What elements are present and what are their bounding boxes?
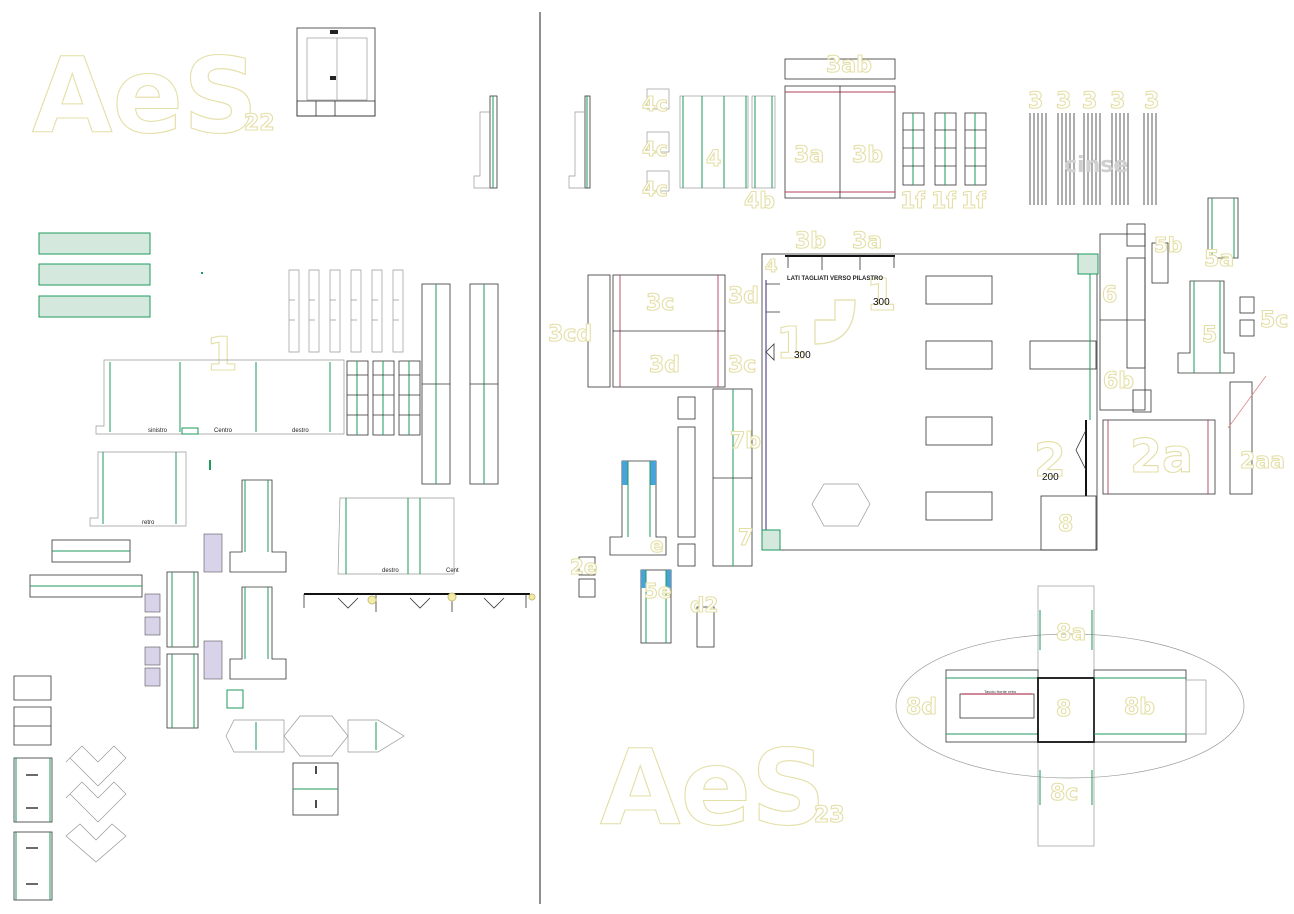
label-7b: 7b: [730, 429, 761, 454]
label-sinistro: sinistro: [148, 428, 168, 434]
label-4: 4: [706, 147, 721, 172]
part-3-strips: 3 3 3 3 3 cinse: [1027, 88, 1160, 205]
label-300-a: 300: [873, 297, 890, 308]
label-2e: 2e: [570, 555, 597, 579]
label-3ab: 3ab: [826, 53, 872, 78]
label-5a: 5a: [1204, 247, 1234, 272]
destro-board: destro Cent: [337, 497, 459, 575]
brand-logo-right: AeS 23: [599, 726, 845, 849]
brand-logo-left: AeS 22: [31, 34, 275, 157]
label-5e: 5e: [644, 579, 671, 603]
label-8a: 8a: [1056, 621, 1086, 646]
label-300-b: 300: [794, 350, 811, 361]
label-3a: 3a: [794, 143, 824, 168]
label-2a: 2a: [1130, 429, 1193, 483]
label-d2: d2: [690, 593, 718, 617]
label-3-3: 3: [1082, 89, 1097, 114]
part-1f-ladders: 1f 1f 1f: [899, 112, 987, 215]
label-cinse: cinse: [1064, 153, 1128, 178]
label-3b-2: 3b: [795, 229, 826, 254]
left-column-boxes: [13, 675, 53, 901]
label-6b: 6b: [1103, 369, 1134, 394]
vertical-profile-right: [568, 95, 591, 189]
part-8-table: Tavolo fronte retro 8a 8d 8 8b 8c: [895, 585, 1245, 847]
part-6: 6 6b: [1099, 223, 1152, 413]
part-7: 7b 7: [677, 388, 762, 567]
label-1-floor-a: 1: [866, 270, 897, 321]
label-4x: 4: [765, 256, 778, 277]
vertical-profile-left: [473, 95, 498, 189]
ladders-left: [346, 360, 421, 436]
label-3-1: 3: [1028, 89, 1043, 114]
part-5: 5b 5a 5 5c: [1151, 197, 1289, 374]
note-lati-tagliati: LATI TAGLIATI VERSO PILASTRO: [787, 276, 883, 282]
label-centro-b: Cent: [446, 568, 459, 574]
label-1f-3: 1f: [961, 189, 986, 214]
long-bars: [29, 539, 143, 598]
label-4c-2: 4c: [642, 137, 668, 161]
label-3-2: 3: [1056, 89, 1071, 114]
floor-plan: 4 1 1 LATI TAGLIATI VERSO PILASTRO 300 3…: [761, 253, 1099, 551]
lavender-blocks: [144, 533, 223, 687]
label-1-floor-b: 1: [776, 318, 807, 369]
label-part-1-left: 1: [206, 327, 238, 381]
long-panel: sinistro Centro destro: [95, 359, 345, 435]
part-4c-stack: 4c 4c 4c: [641, 88, 670, 202]
title-block-drawing: [296, 27, 376, 117]
label-destro: destro: [292, 428, 309, 434]
rail: [303, 592, 536, 612]
label-3-4: 3: [1110, 89, 1125, 114]
label-8d: 8d: [906, 695, 937, 720]
label-3cd: 3cd: [548, 322, 592, 347]
label-5c: 5c: [1260, 308, 1288, 333]
label-5: 5: [1202, 323, 1217, 348]
label-3c: 3c: [646, 291, 674, 316]
brand-main-left: AeS: [32, 35, 258, 157]
hexagon-connectors: [225, 715, 405, 757]
part-2a: 2a 2aa: [1102, 375, 1286, 495]
green-panels: [38, 232, 151, 318]
part-4-boards: 4 4b: [679, 95, 776, 215]
label-3-5: 3: [1144, 89, 1159, 114]
narrow-boards: [166, 571, 199, 729]
label-3d-2: 3d: [649, 353, 680, 378]
small-frames: [288, 269, 404, 353]
label-4b: 4b: [744, 189, 775, 214]
tall-boards: [421, 283, 499, 485]
chevron-shapes: [65, 745, 127, 863]
t-shapes-left: [229, 479, 287, 680]
part-3ab-3a-3b: 3ab 3a 3b: [784, 52, 896, 199]
label-3a-2: 3a: [852, 229, 882, 254]
label-centro: Centro: [214, 428, 233, 434]
label-8c: 8c: [1050, 781, 1078, 806]
label-7: 7: [738, 526, 753, 551]
brand-sub-left: 22: [244, 111, 275, 136]
label-4c-1: 4c: [642, 92, 668, 116]
brand-main-right: AeS: [600, 727, 826, 849]
label-8: 8: [1058, 512, 1073, 537]
label-3b: 3b: [852, 143, 883, 168]
label-tavolo: Tavolo fronte retro: [984, 689, 1017, 694]
label-2: 2: [1034, 433, 1066, 487]
label-retro: retro: [142, 520, 155, 526]
part-e-group: e 2e 5e d2: [569, 460, 719, 648]
label-1f-2: 1f: [931, 189, 956, 214]
label-8-table: 8: [1056, 697, 1071, 722]
label-3d: 3d: [728, 284, 759, 309]
part-3c-3d: 3c 3d 3cd 3d 3c: [547, 274, 760, 388]
bottom-box-left: [292, 762, 339, 816]
label-200: 200: [1042, 472, 1059, 483]
label-8b: 8b: [1124, 695, 1155, 720]
label-4c-3: 4c: [642, 177, 668, 201]
brand-sub-right: 23: [814, 803, 845, 828]
label-1f-1: 1f: [900, 189, 925, 214]
label-5b: 5b: [1154, 233, 1182, 257]
retro-panel: retro: [89, 451, 187, 527]
label-destro-b: destro: [382, 568, 399, 574]
label-6: 6: [1102, 283, 1117, 308]
label-3c-2: 3c: [728, 353, 756, 378]
label-e: e: [650, 533, 664, 557]
label-2aa: 2aa: [1240, 449, 1285, 474]
